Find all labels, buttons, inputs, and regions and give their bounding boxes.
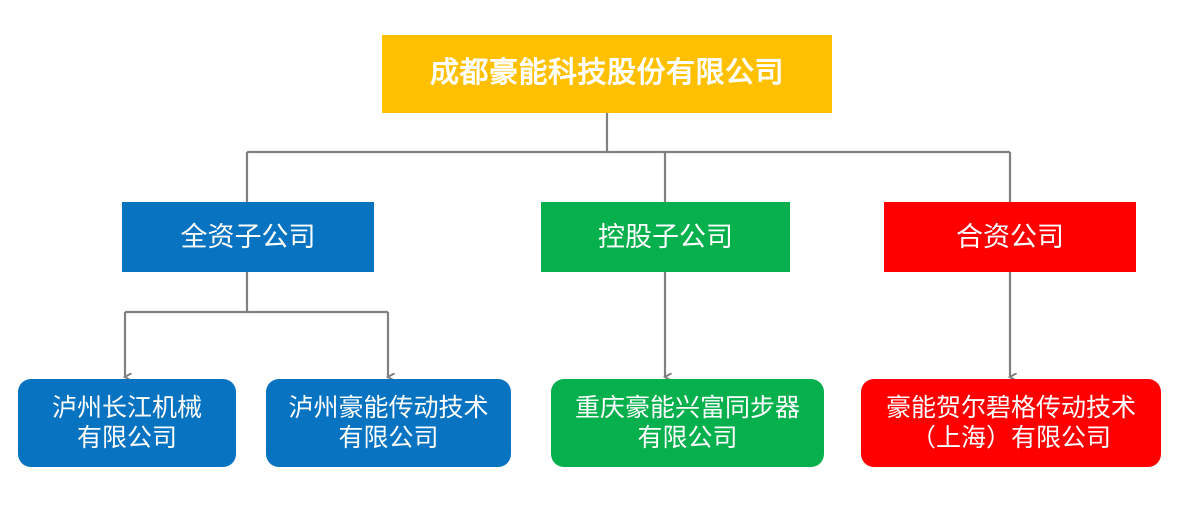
category-node-joint-venture[interactable]: 合资公司 xyxy=(884,202,1136,272)
root-node-haoneng-technology[interactable]: 成都豪能科技股份有限公司 xyxy=(382,35,832,113)
subsidiary-node-chongqing-haoneng-xingfu-synchronizer[interactable]: 重庆豪能兴富同步器 有限公司 xyxy=(551,379,824,467)
subsidiary-node-luzhou-changjiang-machinery[interactable]: 泸州长江机械 有限公司 xyxy=(18,379,236,467)
category-node-wholly-owned[interactable]: 全资子公司 xyxy=(122,202,374,272)
category-node-holding[interactable]: 控股子公司 xyxy=(541,202,790,272)
subsidiary-node-luzhou-haoneng-transmission[interactable]: 泸州豪能传动技术 有限公司 xyxy=(266,379,511,467)
subsidiary-node-haoneng-hoerbiger-shanghai[interactable]: 豪能贺尔碧格传动技术 （上海）有限公司 xyxy=(861,379,1161,467)
